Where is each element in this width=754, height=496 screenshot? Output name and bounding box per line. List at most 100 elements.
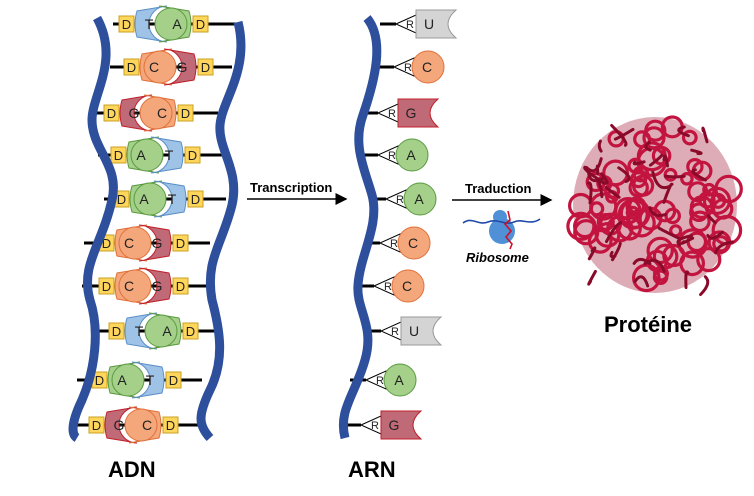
rna-base-A	[403, 182, 437, 216]
protein-chain	[680, 236, 695, 245]
transcription-step: Transcription	[247, 180, 348, 205]
deoxyribose-sugar	[172, 277, 189, 295]
rna-base-A	[383, 363, 417, 397]
deoxyribose-sugar	[187, 190, 204, 208]
protein-chain	[617, 166, 631, 183]
dna-base-T	[131, 361, 165, 399]
protein-chain	[605, 221, 623, 244]
protein-chain	[632, 257, 652, 265]
dna-base-letter: A	[139, 191, 149, 207]
protein-label: Protéine	[604, 312, 692, 337]
protein-loop	[696, 247, 722, 273]
protein-loop	[702, 182, 716, 197]
sugar-letter: D	[188, 148, 197, 163]
protein-loop	[689, 202, 709, 222]
deoxyribose-sugar	[118, 15, 135, 33]
protein-loop	[568, 192, 594, 219]
dna-base-C-shape	[139, 96, 173, 130]
deoxyribose-sugar	[197, 58, 214, 76]
protein-loop	[710, 192, 727, 209]
protein-chain	[644, 140, 652, 152]
protein-loop	[616, 215, 642, 241]
protein-chain	[699, 275, 710, 296]
protein-chain	[597, 139, 603, 153]
dna-base-letter: G	[152, 278, 163, 294]
rna-base-letter: A	[406, 147, 416, 163]
protein-chain	[706, 214, 717, 224]
protein-chain	[595, 164, 600, 175]
deoxyribose-sugar	[172, 234, 189, 252]
dna-base-letter: G	[114, 417, 125, 433]
protein-loop	[626, 208, 656, 238]
dna-base-C-shape	[143, 50, 177, 84]
translation-label: Traduction	[465, 181, 532, 196]
dna-base-G	[119, 94, 153, 132]
deoxyribose-sugar	[103, 104, 120, 122]
dna-base-letter: C	[149, 59, 159, 75]
protein-loop	[632, 165, 650, 183]
protein-chain	[633, 275, 650, 288]
sugar-letter: D	[122, 17, 131, 32]
rna-base-C	[391, 269, 425, 303]
ribose-letter: R	[388, 108, 396, 120]
protein-loop	[712, 198, 734, 220]
ribose-letter: R	[404, 62, 412, 74]
protein-chain	[595, 178, 604, 199]
protein-loop	[689, 195, 714, 220]
sugar-letter: D	[114, 148, 123, 163]
protein-chain	[690, 148, 703, 156]
rna-base-letter: U	[409, 323, 419, 339]
rna-base-C	[397, 226, 431, 260]
sugar-letter: D	[166, 418, 175, 433]
ribose-letter: R	[406, 19, 414, 31]
translation-step: Traduction Ribosome	[452, 181, 553, 265]
sugar-letter: D	[92, 418, 101, 433]
protein-chain	[609, 250, 617, 259]
deoxyribose-sugar	[182, 322, 199, 340]
rna-base-letter: A	[414, 191, 424, 207]
protein-chain	[651, 170, 671, 190]
dna-base-letter: T	[168, 191, 177, 207]
protein-chain	[648, 153, 664, 167]
sugar-letter: D	[117, 192, 126, 207]
deoxyribose-sugar	[88, 416, 105, 434]
sugar-letter: D	[112, 324, 121, 339]
dna-base-letter: G	[152, 235, 163, 251]
protein-loop	[681, 129, 698, 146]
rna-base-letter: U	[424, 16, 434, 32]
rna-base-letter: C	[408, 235, 418, 251]
ribose-letter: R	[391, 326, 399, 338]
dna-base-letter: A	[136, 147, 146, 163]
deoxyribose-sugar	[177, 104, 194, 122]
protein-chain	[684, 270, 690, 289]
ribosome-label: Ribosome	[466, 250, 529, 265]
protein-loop	[631, 263, 661, 293]
sugar-letter: D	[186, 324, 195, 339]
sugar-letter: D	[102, 279, 111, 294]
protein-loop	[702, 186, 732, 215]
protein-loop	[664, 207, 681, 225]
rna-base-letter: C	[402, 278, 412, 294]
protein-chain	[662, 182, 674, 204]
protein-loop	[587, 228, 613, 254]
protein-chain	[648, 206, 667, 217]
protein-loop	[680, 172, 694, 186]
deoxyribose-sugar	[98, 277, 115, 295]
rna-backbone	[338, 15, 382, 440]
protein-loop	[679, 250, 705, 277]
dna-base-letter: T	[145, 16, 154, 32]
ribosome-icon	[462, 210, 541, 250]
